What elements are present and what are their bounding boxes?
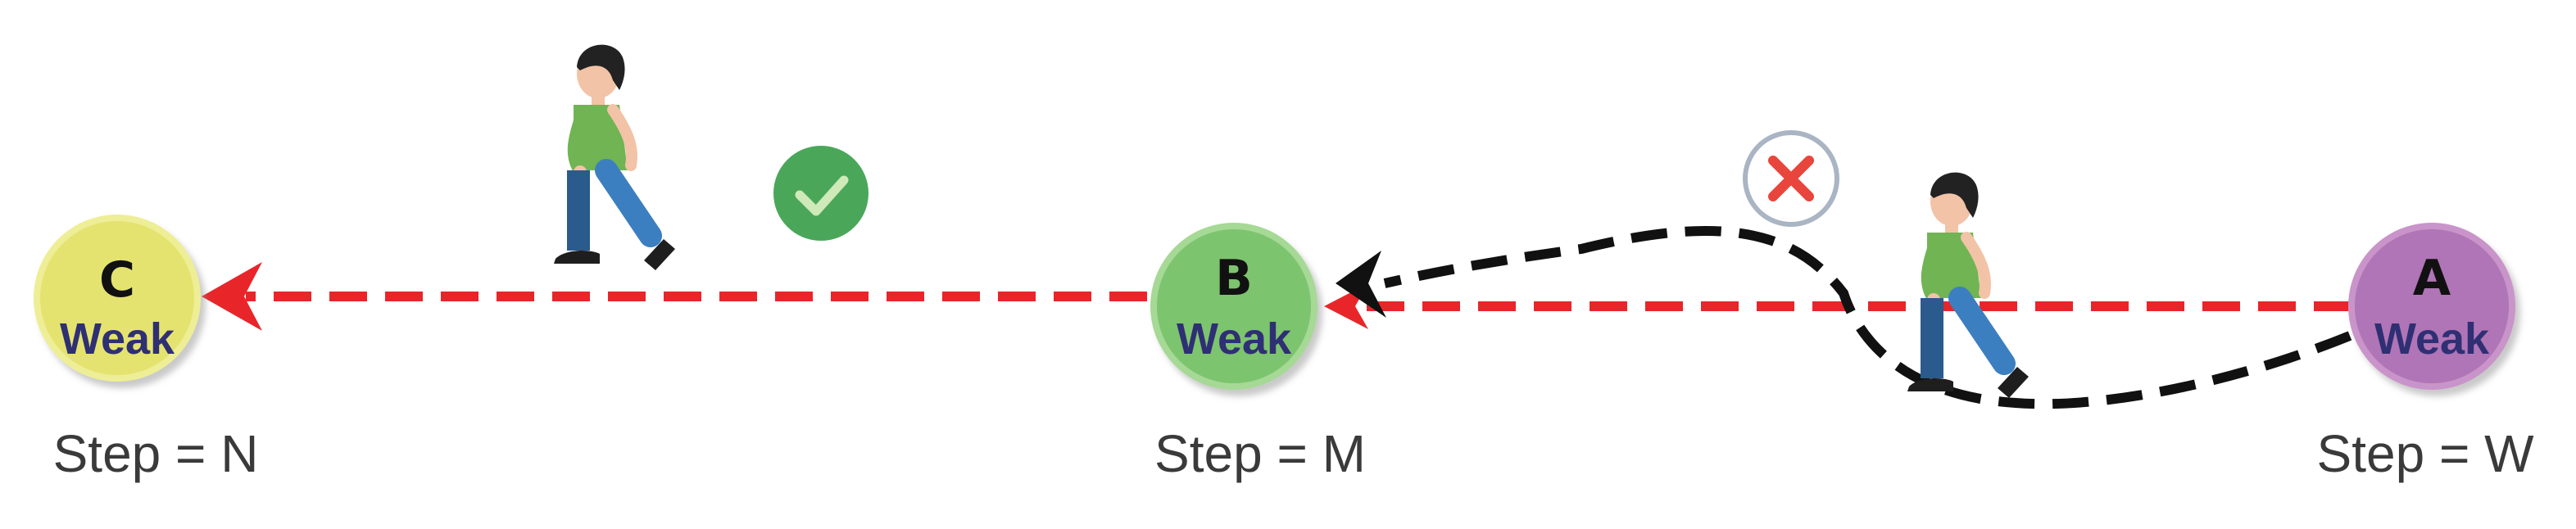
node-c-step: Step = N	[53, 424, 259, 483]
walking-person-icon	[1907, 173, 2029, 398]
walking-person-icon	[554, 45, 675, 270]
node-b	[1150, 223, 1317, 390]
node-b-tag: Weak	[1177, 314, 1292, 364]
check-circle-icon	[773, 146, 868, 241]
node-a-step: Step = W	[2317, 424, 2535, 483]
node-b-step: Step = M	[1154, 424, 1366, 483]
node-b-letter: B	[1215, 250, 1253, 307]
node-c-letter: C	[99, 251, 135, 309]
detour-path-a-to-b	[1383, 225, 2352, 409]
node-a	[2348, 223, 2515, 390]
node-a-tag: Weak	[2374, 314, 2490, 364]
cross-circle-icon	[1743, 130, 1839, 227]
arrowhead-to-b-black	[1336, 251, 1386, 318]
node-c	[34, 215, 201, 382]
node-a-letter: A	[2413, 250, 2451, 307]
node-c-tag: Weak	[60, 314, 175, 364]
arrowhead-to-c	[202, 262, 262, 331]
